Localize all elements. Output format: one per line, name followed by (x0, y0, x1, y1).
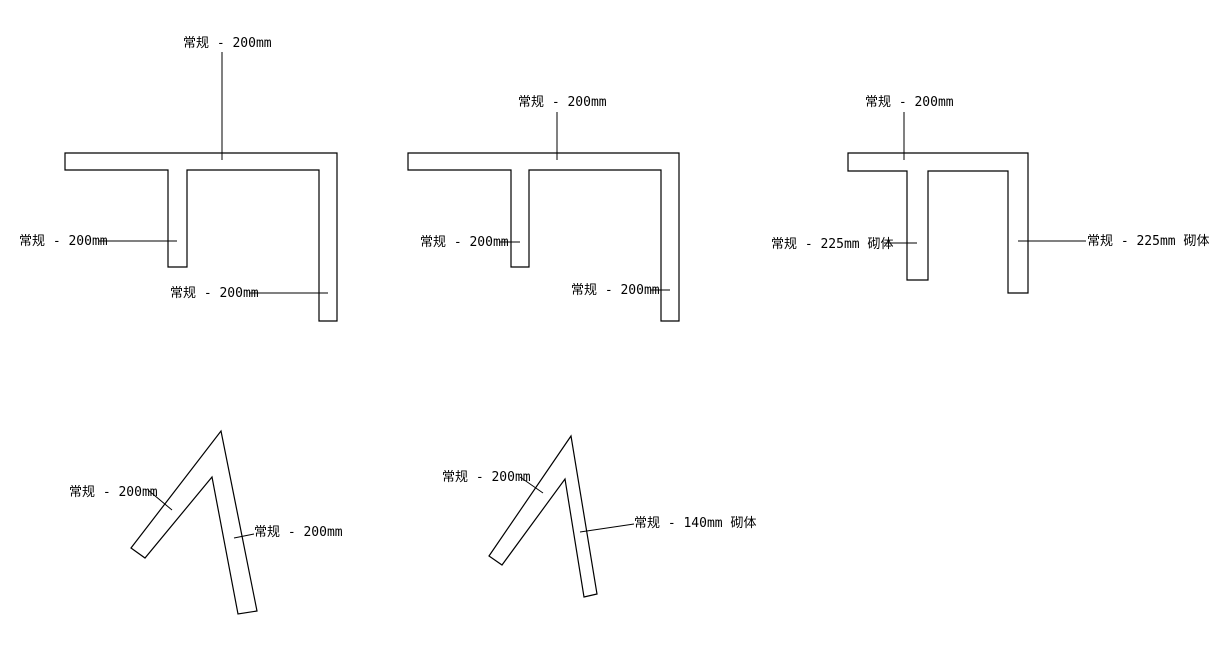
diagram-3: 常规 - 200mm 常规 - 225mm 砌体 常规 - 225mm 砌体 (771, 95, 1209, 294)
wall-label: 常规 - 200mm (183, 36, 272, 51)
diagram-1: 常规 - 200mm 常规 - 200mm 常规 - 200mm (19, 36, 338, 322)
wall-label: 常规 - 200mm (571, 283, 660, 298)
diagram-2: 常规 - 200mm 常规 - 200mm 常规 - 200mm (407, 95, 680, 322)
wall-outline-2 (407, 152, 680, 322)
wall-label: 常规 - 200mm (420, 235, 509, 250)
wall-label: 常规 - 225mm 砌体 (1087, 234, 1209, 249)
wall-label: 常规 - 200mm (170, 286, 259, 301)
leader-line (519, 476, 544, 494)
wall-label: 常规 - 200mm (442, 470, 531, 485)
wall-label: 常规 - 200mm (865, 95, 954, 110)
wall-label: 常规 - 225mm 砌体 (771, 237, 893, 252)
diagram-4: 常规 - 200mm 常规 - 200mm (69, 429, 343, 615)
wall-label: 常规 - 140mm 砌体 (634, 516, 756, 531)
wall-label: 常规 - 200mm (518, 95, 607, 110)
diagram-5: 常规 - 200mm 常规 - 140mm 砌体 (442, 434, 756, 598)
wall-outline-5 (488, 434, 598, 598)
wall-label: 常规 - 200mm (19, 234, 108, 249)
wall-outline-1 (64, 152, 338, 322)
wall-outline-3 (847, 152, 1029, 294)
leader-line (579, 523, 635, 533)
wall-outline-4 (130, 429, 258, 615)
leader-line (233, 533, 255, 539)
leader-line (147, 489, 173, 511)
wall-label: 常规 - 200mm (254, 525, 343, 540)
wall-label: 常规 - 200mm (69, 485, 158, 500)
